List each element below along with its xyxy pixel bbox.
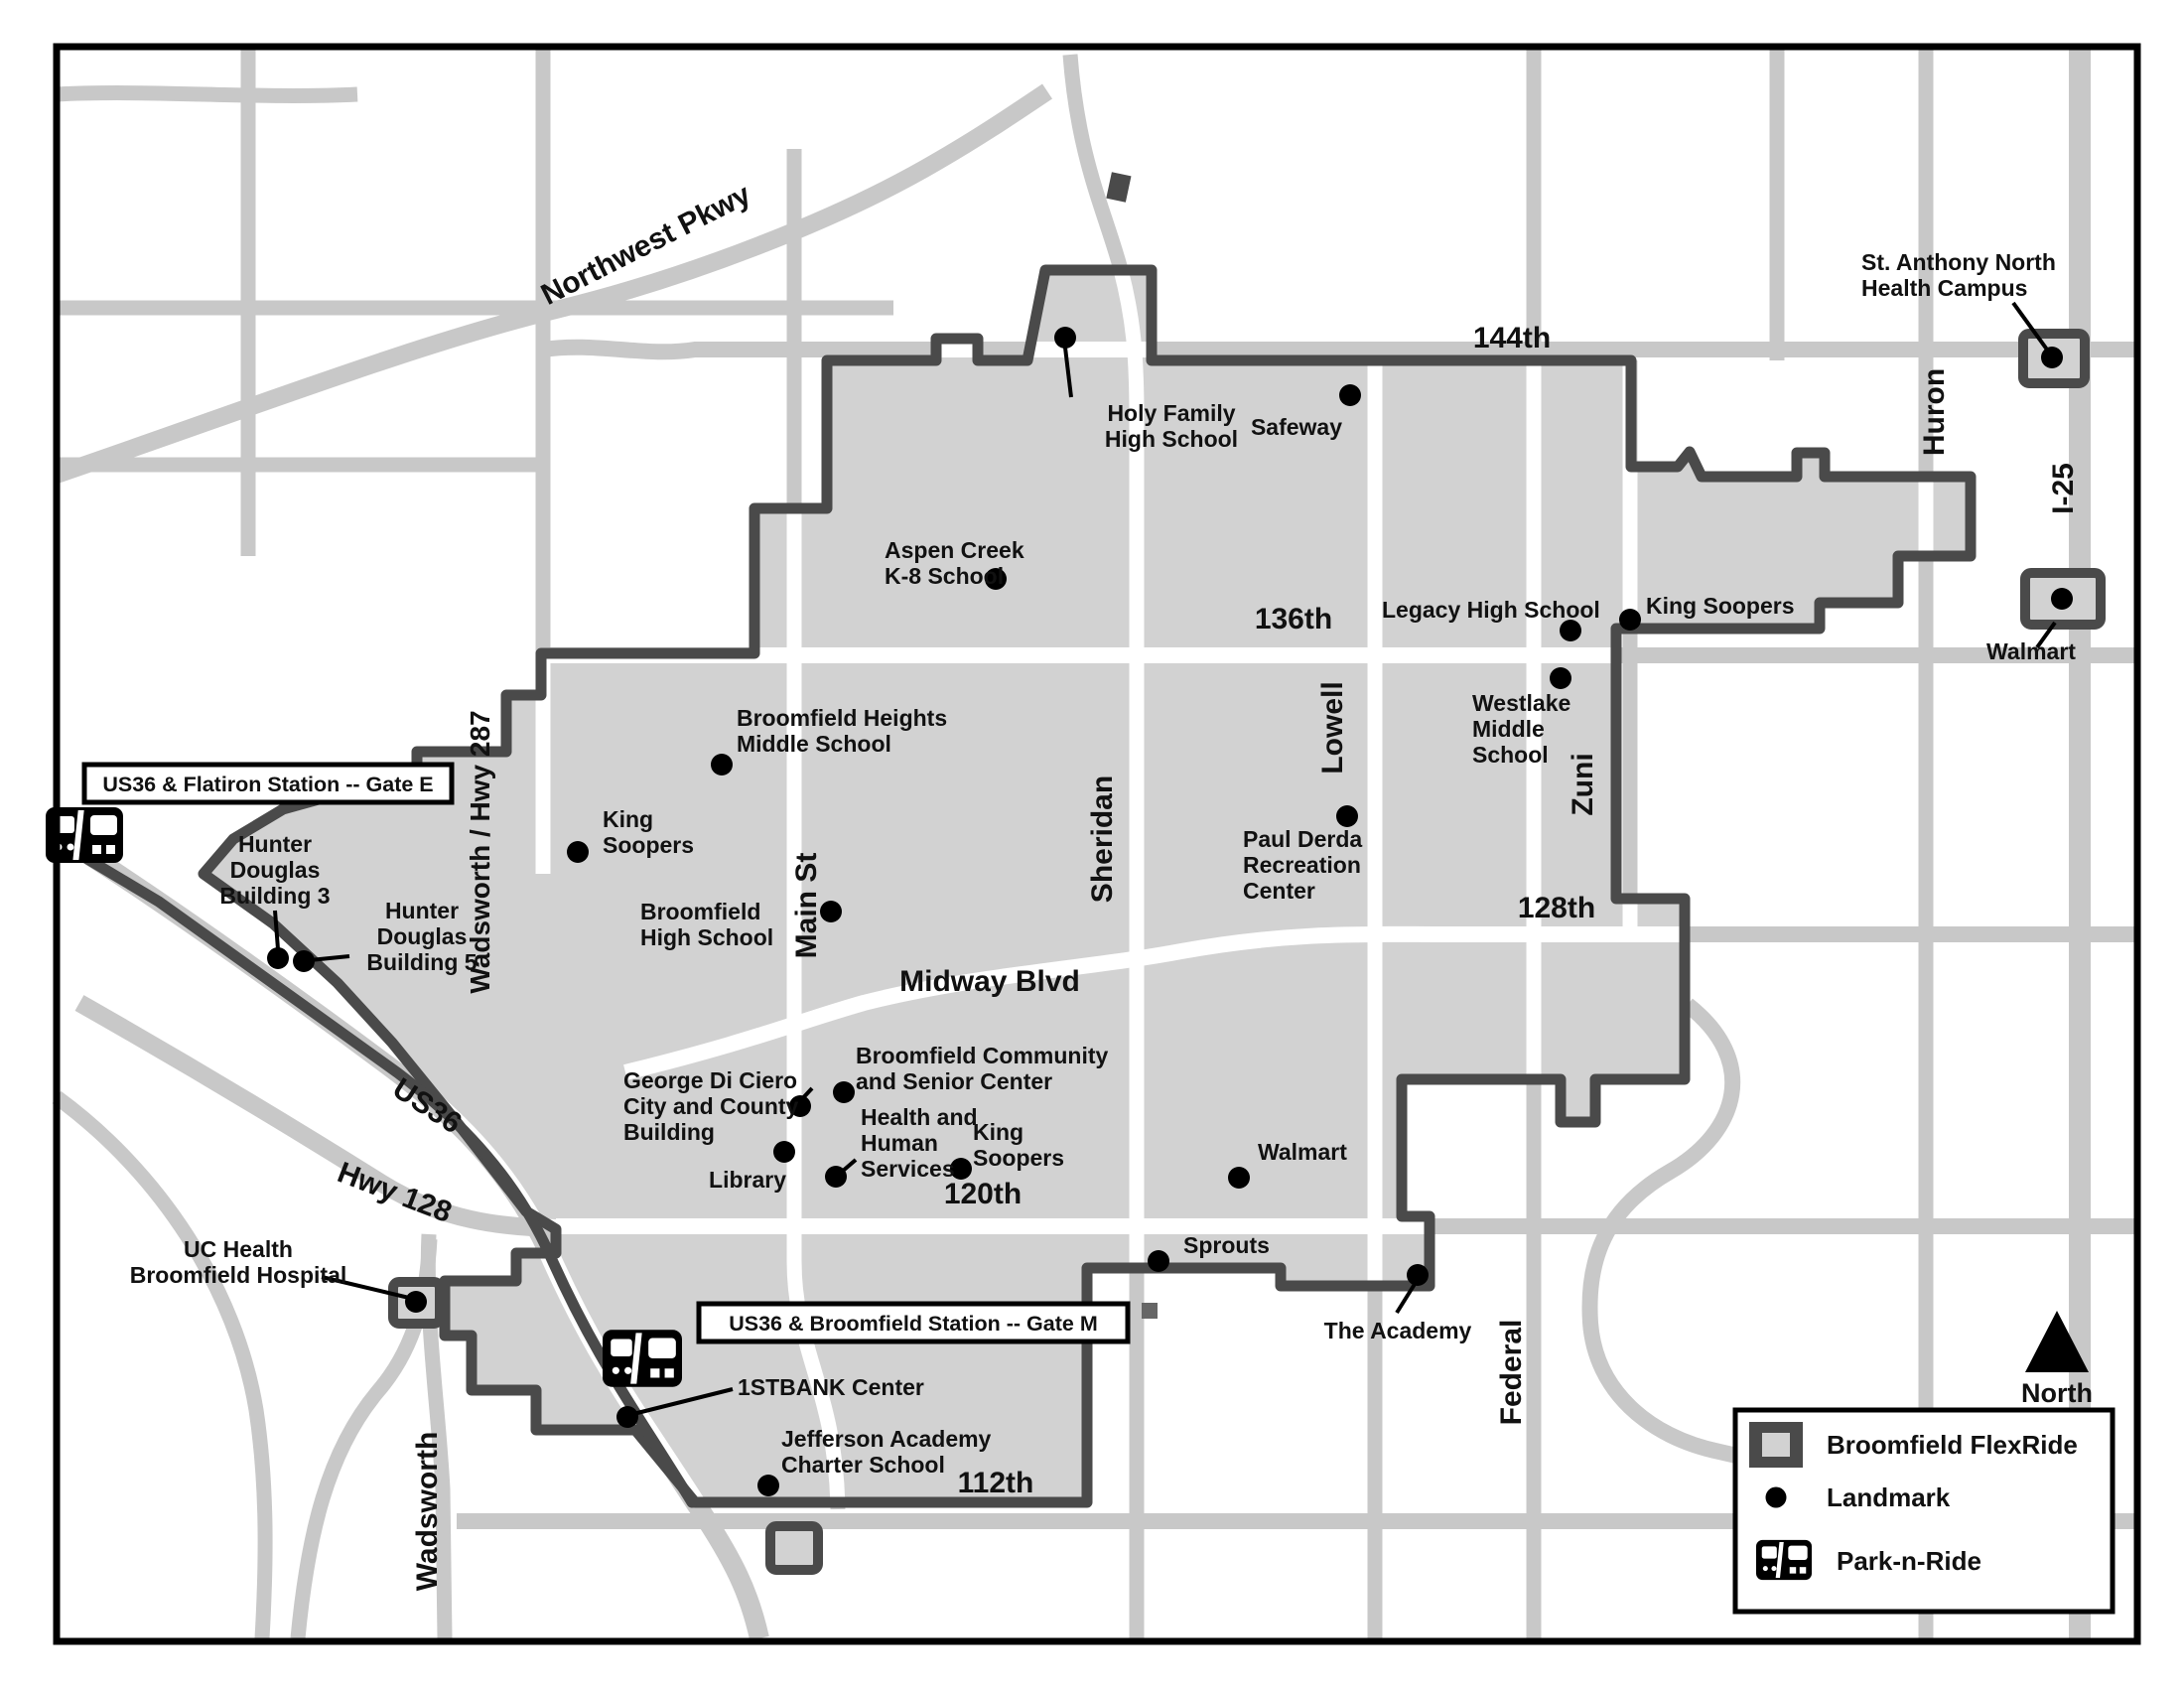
road-label-midway-blvd: Midway Blvd: [899, 965, 1080, 998]
legend-flexride-label: Broomfield FlexRide: [1827, 1430, 2078, 1460]
landmark-dot-george-di-ciero: [789, 1095, 811, 1117]
north-label: North: [2021, 1378, 2093, 1408]
legend-park-n-ride-icon: [1756, 1539, 1812, 1581]
landmark-dot-paul-derda: [1336, 805, 1358, 827]
landmark-dot-uc-health: [405, 1291, 427, 1313]
north-arrow-triangle: [2025, 1311, 2089, 1372]
road-label-112th: 112th: [958, 1467, 1034, 1499]
landmark-label-legacy-high: Legacy High School: [1382, 597, 1600, 623]
landmark-dot-walmart-ne: [2051, 588, 2073, 610]
road-label-wadsworth: Wadsworth: [411, 1432, 444, 1592]
road-label-federal: Federal: [1495, 1320, 1528, 1426]
map-frame: [53, 43, 2141, 1645]
landmark-dot-jefferson-academy: [757, 1475, 779, 1496]
station-broomfield: US36 & Broomfield Station -- Gate M: [603, 1301, 1131, 1387]
landmark-dot-aspen-creek: [985, 568, 1007, 590]
landmark-dot-broomfield-heights: [711, 754, 733, 776]
landmark-dot-sprouts: [1148, 1250, 1169, 1272]
pointer-uc-health: [321, 1275, 410, 1300]
landmark-dot-library: [773, 1141, 795, 1163]
landmark-label-walmart-s: Walmart: [1258, 1139, 1347, 1165]
landmark-dot-1stbank-center: [616, 1406, 638, 1428]
road-label-zuni: Zuni: [1567, 753, 1599, 815]
landmark-label-king-soopers-ne: King Soopers: [1646, 593, 1795, 619]
landmark-dot-broomfield-high: [820, 901, 842, 922]
landmark-label-safeway: Safeway: [1251, 414, 1342, 440]
pointer-hunter-douglas-3: [273, 910, 280, 950]
station-broomfield-label: US36 & Broomfield Station -- Gate M: [729, 1312, 1098, 1336]
road-label-144th: 144th: [1473, 322, 1551, 354]
legend: Broomfield FlexRide Landmark Park-n-Ride: [1732, 1407, 2116, 1615]
road-label-136th: 136th: [1255, 603, 1332, 635]
landmark-dot-hunter-douglas-3: [267, 947, 289, 969]
landmark-dot-safeway: [1339, 384, 1361, 406]
station-broomfield-box: [696, 1301, 1131, 1344]
landmark-dot-broomfield-community-senior: [833, 1081, 855, 1103]
legend-parknride-label: Park-n-Ride: [1837, 1546, 1981, 1576]
landmark-dot-the-academy: [1407, 1264, 1429, 1286]
island-112th-island: [765, 1521, 823, 1575]
landmark-label-walmart-ne: Walmart: [1986, 638, 2076, 664]
landmark-dot-hunter-douglas-5: [293, 950, 315, 972]
landmark-dot-holy-family: [1054, 327, 1076, 349]
pointer-st-anthony-north: [2011, 301, 2049, 352]
legend-landmark-dot: [1765, 1486, 1787, 1508]
park-n-ride-icon-broomfield: [603, 1330, 682, 1387]
road-label-sheridan: Sheridan: [1086, 776, 1119, 903]
landmark-dot-st-anthony-north: [2041, 347, 2063, 368]
road-label-main-st: Main St: [790, 853, 823, 959]
landmark-label-1stbank-center: 1STBANK Center: [738, 1374, 924, 1400]
road-label-120th: 120th: [944, 1178, 1022, 1210]
landmark-dot-legacy-high: [1560, 620, 1581, 641]
small-gray-marker: [1142, 1303, 1158, 1319]
landmark-dot-health-human-services: [825, 1166, 847, 1188]
pointer-hunter-douglas-5: [309, 954, 350, 962]
road-label-128th: 128th: [1518, 892, 1595, 924]
landmark-dot-king-soopers-ne: [1619, 609, 1641, 631]
landmark-dot-king-soopers-w: [567, 841, 589, 863]
landmark-label-library: Library: [709, 1167, 786, 1193]
legend-landmark-label: Landmark: [1827, 1482, 1951, 1512]
landmark-dot-walmart-s: [1228, 1167, 1250, 1189]
legend-flexride-swatch-inner: [1762, 1433, 1790, 1457]
north-arrow: North: [2021, 1311, 2093, 1408]
landmark-dot-westlake: [1550, 667, 1571, 689]
road-label-wadsworth-hwy287: Wadsworth / Hwy 287: [465, 710, 495, 993]
pointer-1stbank-center: [632, 1387, 734, 1416]
road-label-i-25: I-25: [2047, 463, 2080, 514]
small-dark-marker: [1106, 172, 1132, 203]
pointer-walmart-ne: [2035, 621, 2057, 649]
station-flatiron-box: [81, 762, 455, 805]
road-label-lowell: Lowell: [1316, 681, 1349, 774]
pointer-holy-family: [1063, 347, 1073, 398]
landmark-dot-king-soopers-s: [950, 1158, 972, 1180]
road-label-huron: Huron: [1918, 368, 1951, 456]
pointer-the-academy: [1395, 1279, 1419, 1315]
landmark-label-the-academy: The Academy: [1324, 1318, 1472, 1343]
station-flatiron: US36 & Flatiron Station -- Gate E: [46, 762, 455, 863]
landmark-label-sprouts: Sprouts: [1183, 1232, 1270, 1258]
station-flatiron-label: US36 & Flatiron Station -- Gate E: [102, 773, 433, 796]
